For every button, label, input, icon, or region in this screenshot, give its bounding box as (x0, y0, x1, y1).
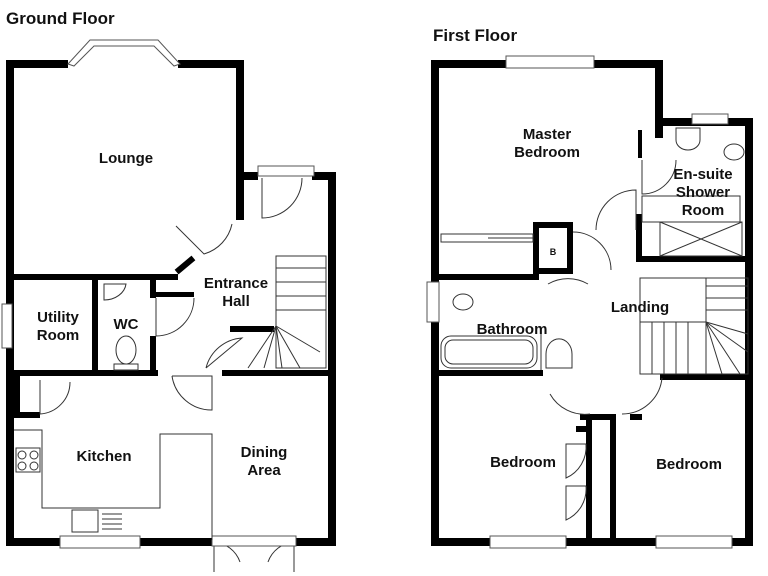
lounge-bay-window (67, 39, 181, 67)
dining-area-label-line1: Dining (241, 444, 288, 461)
wardrobe-door-upper (565, 443, 587, 479)
utility-room-label-line1: Utility (37, 309, 79, 326)
ensuite-window (691, 113, 729, 125)
ground-floor-title: Ground Floor (6, 9, 115, 28)
first-floor-title: First Floor (433, 26, 517, 45)
patio-window (211, 535, 297, 547)
ensuite-label-line3: Room (682, 202, 725, 219)
bedroom-right-window (655, 535, 733, 549)
ensuite-door-swing (641, 159, 677, 195)
utility-window (1, 303, 13, 349)
master-bedroom-door-swing (595, 189, 637, 231)
ensuite-fixtures (641, 127, 745, 257)
wc-fixtures (103, 283, 139, 371)
first-floor-plan: Master Bedroom En-suite Shower Room B La… (426, 55, 753, 549)
under-stairs-door-swing (205, 337, 244, 369)
kitchen-fixtures (14, 429, 213, 540)
front-door-swing (261, 177, 303, 219)
front-door-window (257, 165, 315, 177)
bedroom-right-label: Bedroom (656, 456, 722, 473)
bathroom-label: Bathroom (477, 321, 548, 338)
first-floor-stairs (639, 277, 749, 375)
bathroom-window (426, 281, 440, 323)
bedroom-left-door-swing (549, 393, 591, 415)
kitchen-label: Kitchen (76, 448, 131, 465)
bathroom-fixtures (440, 293, 573, 370)
boiler-cupboard-label: B (550, 247, 557, 257)
cupboard-door-swing (572, 231, 612, 271)
kitchen-window (59, 535, 141, 549)
bedroom-left-label: Bedroom (490, 454, 556, 471)
landing-label: Landing (611, 299, 669, 316)
lounge-door-swing (175, 223, 233, 255)
utility-door-swing (39, 380, 71, 415)
wardrobe-door-lower (565, 485, 587, 521)
wc-label: WC (114, 316, 139, 333)
wc-door-swing (155, 297, 195, 337)
ground-floor-plan: Lounge Entrance Hall Utility Room WC Kit… (1, 39, 336, 572)
kitchen-hall-door-swing (171, 375, 213, 411)
bedroom-right-door-swing (621, 377, 663, 415)
master-bedroom-window (505, 55, 595, 69)
entrance-hall-label-line1: Entrance (204, 275, 268, 292)
lounge-label: Lounge (99, 150, 153, 167)
entrance-hall-label-line2: Hall (222, 293, 250, 310)
utility-room-label-line2: Room (37, 327, 80, 344)
ground-floor-stairs (247, 255, 327, 369)
master-bedroom-label-line2: Bedroom (514, 144, 580, 161)
dining-area-label-line2: Area (247, 462, 281, 479)
master-bedroom-label-line1: Master (523, 126, 572, 143)
bedroom-left-window (489, 535, 567, 549)
ensuite-label-line2: Shower (676, 184, 730, 201)
ensuite-label-line1: En-suite (673, 166, 732, 183)
bathroom-door-swing (547, 278, 589, 285)
